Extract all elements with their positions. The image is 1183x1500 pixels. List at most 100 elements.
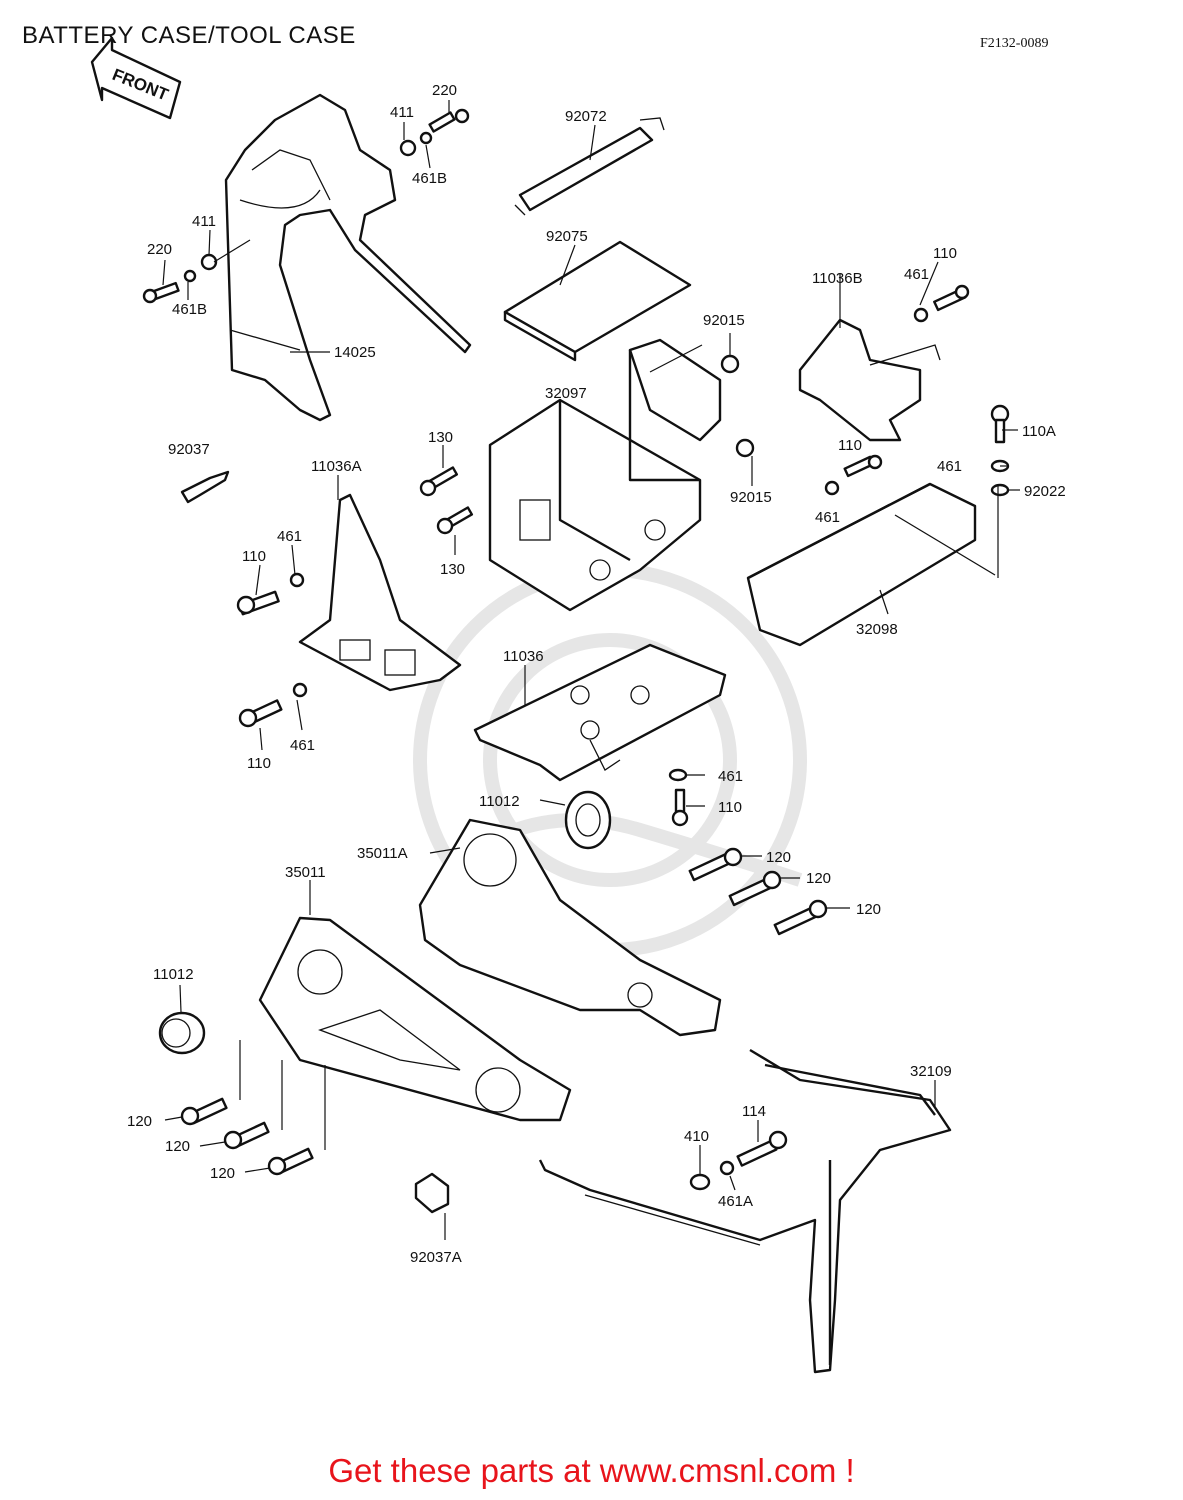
label-14025: 14025 <box>334 344 376 361</box>
label-110-l2: 110 <box>247 755 271 772</box>
label-130-a: 130 <box>428 429 453 446</box>
clip-92037[interactable] <box>180 470 230 504</box>
clip-92037a[interactable] <box>414 1172 450 1214</box>
label-411-a: 411 <box>390 104 414 121</box>
label-92022: 92022 <box>1024 483 1066 500</box>
label-11012-a: 11012 <box>479 793 520 810</box>
label-120-c: 120 <box>856 901 881 918</box>
label-220-b: 220 <box>147 241 172 258</box>
washer-461-r2[interactable] <box>824 480 840 496</box>
label-92072: 92072 <box>565 108 607 125</box>
bracket-11036a[interactable] <box>298 493 462 692</box>
rail-32109[interactable] <box>538 1048 952 1374</box>
washer-92022[interactable] <box>990 483 1010 497</box>
battery-strap-92072[interactable] <box>514 117 665 216</box>
label-11012-b: 11012 <box>153 966 194 983</box>
bracket-11036[interactable] <box>473 643 727 782</box>
label-110-r: 110 <box>838 437 862 454</box>
label-32109: 32109 <box>910 1063 952 1080</box>
bolt-120-e[interactable] <box>223 1121 270 1150</box>
label-32097: 32097 <box>545 385 587 402</box>
battery-pad-92075[interactable] <box>503 240 692 362</box>
bolt-220-b[interactable] <box>142 281 180 304</box>
label-35011: 35011 <box>285 864 326 881</box>
bracket-11036b[interactable] <box>798 318 941 442</box>
washer-461b-a[interactable] <box>419 131 433 145</box>
diagram-title: BATTERY CASE/TOOL CASE <box>22 22 356 49</box>
label-92015-b: 92015 <box>730 489 772 506</box>
bolt-114[interactable] <box>736 1130 788 1167</box>
bolt-220-a[interactable] <box>428 108 470 133</box>
bolt-110-r[interactable] <box>843 454 883 478</box>
label-92015-a: 92015 <box>703 312 745 329</box>
label-220-a: 220 <box>432 82 457 99</box>
bolt-120-b[interactable] <box>728 870 782 907</box>
label-11036a: 11036A <box>311 458 362 475</box>
label-461b-a: 461B <box>412 170 447 187</box>
washer-461-m[interactable] <box>668 768 688 782</box>
washer-461a[interactable] <box>719 1160 735 1176</box>
label-120-e: 120 <box>165 1138 190 1155</box>
label-110-m: 110 <box>718 799 742 816</box>
washer-411-b[interactable] <box>200 253 218 271</box>
label-461-l: 461 <box>277 528 302 545</box>
label-120-d: 120 <box>127 1113 152 1130</box>
label-92037: 92037 <box>168 441 210 458</box>
washer-411-a[interactable] <box>399 139 417 157</box>
label-461b-b: 461B <box>172 301 207 318</box>
label-120-f: 120 <box>210 1165 235 1182</box>
bolt-120-c[interactable] <box>773 899 828 936</box>
battery-case-32097[interactable] <box>488 338 722 612</box>
label-114: 114 <box>742 1103 766 1120</box>
callout-labels: 220 411 461B 92072 92075 411 220 461B 14… <box>127 82 1066 1266</box>
bolt-120-d[interactable] <box>180 1097 228 1126</box>
washer-461-l2[interactable] <box>292 682 308 698</box>
label-461-l2: 461 <box>290 737 315 754</box>
label-461-r2: 461 <box>815 509 840 526</box>
front-arrow-icon: FRONT <box>90 36 182 120</box>
bolt-110-m[interactable] <box>671 788 689 827</box>
nut-92015-b[interactable] <box>735 438 755 458</box>
bolt-130-b[interactable] <box>436 506 474 535</box>
label-461-r: 461 <box>937 458 962 475</box>
washer-461-tr[interactable] <box>913 307 929 323</box>
label-110a: 110A <box>1022 423 1056 440</box>
washer-461b-b[interactable] <box>183 269 197 283</box>
tool-case-32098[interactable] <box>746 482 996 647</box>
footer-promo-text: Get these parts at www.cmsnl.com ! <box>328 1452 855 1489</box>
bolt-130-a[interactable] <box>419 466 459 497</box>
label-11036: 11036 <box>503 648 544 665</box>
label-461-tr: 461 <box>904 266 929 283</box>
bolt-110-tr[interactable] <box>933 284 970 312</box>
label-461a: 461A <box>718 1193 753 1210</box>
label-120-b: 120 <box>806 870 831 887</box>
label-110-tr: 110 <box>933 245 957 262</box>
side-cover-14025[interactable] <box>224 93 472 422</box>
label-32098: 32098 <box>856 621 898 638</box>
label-11036b: 11036B <box>812 270 863 287</box>
bolt-110a[interactable] <box>990 404 1010 444</box>
label-120-a: 120 <box>766 849 791 866</box>
washer-461-l[interactable] <box>289 572 305 588</box>
diagram-reference-code: F2132-0089 <box>980 36 1049 51</box>
label-461-m: 461 <box>718 768 743 785</box>
bracket-35011[interactable] <box>258 916 572 1122</box>
bolt-120-f[interactable] <box>267 1147 314 1176</box>
bracket-35011a[interactable] <box>418 818 722 1037</box>
bolt-110-l[interactable] <box>236 590 280 616</box>
label-411-b: 411 <box>192 213 216 230</box>
nut-92015-a[interactable] <box>720 354 740 374</box>
label-130-b: 130 <box>440 561 465 578</box>
bolt-110-l2[interactable] <box>238 699 283 728</box>
label-35011a: 35011A <box>357 845 408 862</box>
leader-lines <box>162 100 1020 1240</box>
label-92075: 92075 <box>546 228 588 245</box>
label-410: 410 <box>684 1128 709 1145</box>
bolt-120-a[interactable] <box>688 847 743 882</box>
label-110-l: 110 <box>242 548 266 565</box>
washer-410[interactable] <box>689 1173 711 1191</box>
grommet-11012-a[interactable] <box>564 790 612 850</box>
grommet-11012-b[interactable] <box>158 1011 206 1055</box>
label-92037a: 92037A <box>410 1249 462 1266</box>
